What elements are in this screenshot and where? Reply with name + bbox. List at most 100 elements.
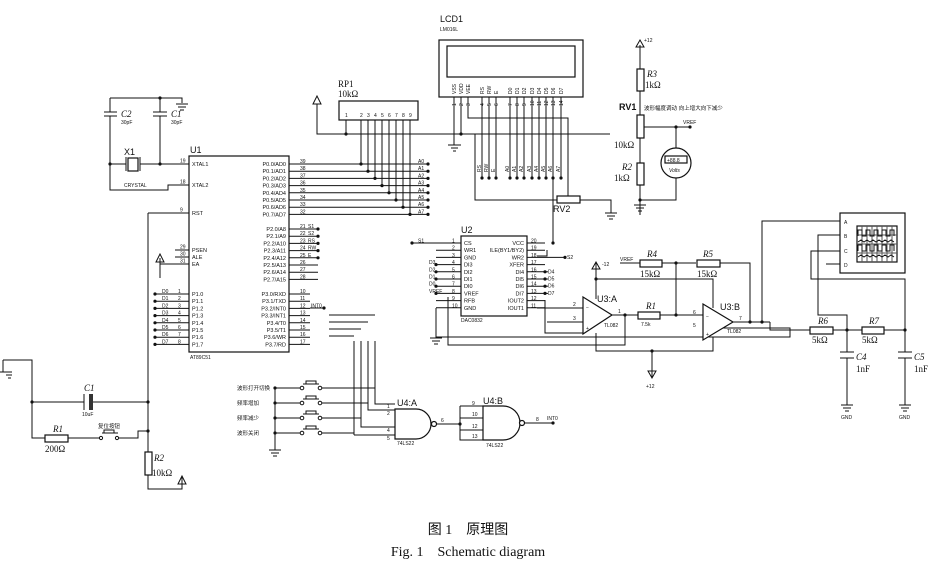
pin-number: 13 <box>531 289 537 295</box>
pin-number: 9 <box>409 113 412 119</box>
junction-dot <box>537 176 541 180</box>
minus-sign: − <box>706 314 709 320</box>
rv1-note: 波形幅度调动 向上增大向下减少 <box>644 104 723 112</box>
button-actuator <box>303 425 319 430</box>
c1-value: 30pF <box>171 120 182 126</box>
push-button[interactable]: 频率增加 <box>237 395 323 407</box>
lcd-ref: LCD1 <box>440 14 463 24</box>
junction-dot <box>426 176 430 180</box>
power-arrow-icon <box>155 252 175 278</box>
net-label: A0 <box>418 159 424 165</box>
pin-label: P1.2 <box>192 306 203 312</box>
pin-number: 15 <box>300 325 306 331</box>
pin-label: P1.7 <box>192 342 203 348</box>
switch-contact <box>317 430 323 436</box>
junction-dot <box>153 328 157 332</box>
pos-supply-label: +12 <box>646 384 655 390</box>
gnd-label: GND <box>841 415 853 421</box>
pin-label: P1.3 <box>192 314 203 320</box>
pin-label: P2.3/A11 <box>264 249 286 255</box>
pin-label: P2.4/A12 <box>263 256 286 262</box>
pin-label: D4 <box>537 87 543 94</box>
junction-dot <box>401 205 405 209</box>
lcd-part: LM016L <box>440 27 458 33</box>
junction-dot <box>153 342 157 346</box>
pin-number: 13 <box>300 311 306 317</box>
pin-label: DI2 <box>464 270 473 276</box>
pin-label: P0.1/AD1 <box>262 169 286 175</box>
junction-dot <box>543 270 547 274</box>
c1-ref: C1 <box>171 109 182 119</box>
pin-number: 5 <box>693 323 696 329</box>
pin-number: 9 <box>522 103 528 106</box>
net-label: A7 <box>418 209 424 215</box>
r3-value: 1kΩ <box>645 80 661 90</box>
pin-number: 21 <box>300 224 306 230</box>
junction-dot <box>487 176 491 180</box>
pin-number: 27 <box>300 267 306 273</box>
junction-dot <box>508 176 512 180</box>
pin-label: VCC <box>512 241 524 247</box>
pin-label: RS <box>480 86 486 94</box>
junction-dot <box>153 314 157 318</box>
push-button[interactable]: 波形打开切换 <box>237 380 323 392</box>
pin-label: DI5 <box>515 277 524 283</box>
junction-dot <box>563 255 567 259</box>
scope-channel-label: B <box>844 234 848 240</box>
pin-number: 11 <box>300 296 305 302</box>
pin-number: 12 <box>472 424 478 430</box>
plus-sign: + <box>586 326 589 332</box>
junction-dot <box>515 176 519 180</box>
pin-number: 6 <box>452 275 455 281</box>
net-label: D7 <box>162 339 169 345</box>
lcd-display: LCD1 LM016L VSS1VDD2VEE3RS4RSRW5RWE6ED07… <box>438 14 584 196</box>
c5-value: 1nF <box>914 364 928 374</box>
net-label: D6 <box>548 284 555 290</box>
pin-number: 4 <box>387 428 390 434</box>
rv1-value: 10kΩ <box>614 140 635 150</box>
junction-dot <box>322 306 326 310</box>
pin-number: 10 <box>472 412 478 418</box>
net-label: D4 <box>162 318 169 324</box>
reset-r1-ref: R1 <box>52 424 63 434</box>
pin-label: P3.0/RXD <box>262 292 286 298</box>
pin-number: 28 <box>300 274 306 280</box>
rp1-value: 10kΩ <box>338 89 359 99</box>
pin-label: VREF <box>464 291 479 297</box>
oscillator: C2 30pF C1 30pF X1 CRYSTAL <box>104 96 189 191</box>
pin-number: 4 <box>480 103 486 106</box>
voltmeter-unit: Volts <box>669 168 680 174</box>
junction-dot <box>426 212 430 216</box>
push-button[interactable]: 波形关闭 <box>237 425 323 437</box>
gnd-label: GND <box>899 415 911 421</box>
pin-label: P0.0/AD0 <box>262 162 286 168</box>
reset-r2-value: 10kΩ <box>152 468 173 478</box>
pin-number: 3 <box>573 316 576 322</box>
pin-label: P1.6 <box>192 335 203 341</box>
junction-dot <box>426 169 430 173</box>
scope-channel-label: A <box>844 220 848 226</box>
push-button[interactable]: 频率减少 <box>237 410 323 422</box>
pin-label: P2.6/A14 <box>263 270 286 276</box>
net-label: RS <box>477 164 483 172</box>
amplitude-divider: +12 R3 1kΩ RV1 波形幅度调动 向上增大向下减少 10kΩ R2 1… <box>614 38 723 215</box>
net-label: A1 <box>512 166 518 172</box>
pin-number: 12 <box>544 100 550 106</box>
r5-value: 15kΩ <box>697 269 718 279</box>
junction-dot <box>316 241 320 245</box>
pin-label: ALE <box>192 255 203 261</box>
button-actuator <box>303 395 319 400</box>
pin-number: 15 <box>531 275 537 281</box>
c4-ref: C4 <box>856 352 867 362</box>
pin-number: 14 <box>559 100 565 106</box>
pin-number: 4 <box>374 113 377 119</box>
button-label: 波形关闭 <box>237 429 259 437</box>
r1-value: 7.5k <box>641 322 651 328</box>
pin-number: 25 <box>300 253 306 259</box>
net-label: A1 <box>418 166 424 172</box>
crystal-part: CRYSTAL <box>124 183 147 189</box>
voltmeter: +88.8 Volts <box>660 147 692 179</box>
u4b-part: 74LS22 <box>486 443 503 449</box>
u1-ref: U1 <box>190 145 202 155</box>
rv1-ref: RV1 <box>619 102 636 112</box>
